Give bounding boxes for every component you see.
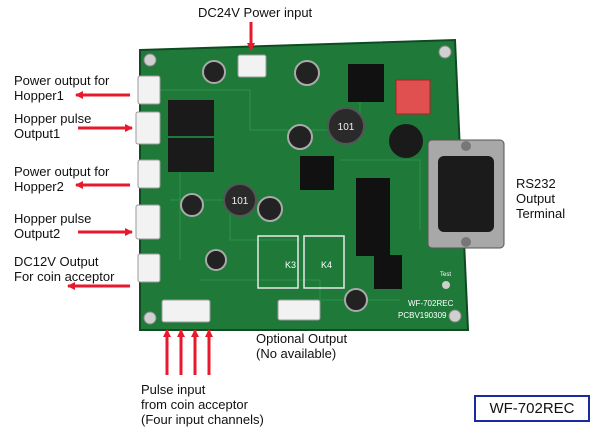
- ics: [300, 64, 402, 289]
- capacitors: [180, 60, 368, 312]
- label-optional-output: Optional Output (No available): [256, 331, 348, 361]
- buzzer: [389, 124, 423, 158]
- label-power-output-hopper1: Power output for Hopper1: [14, 73, 110, 103]
- left-connectors: [135, 75, 161, 283]
- annotation-arrows: [67, 22, 255, 375]
- board-model-silk: WF-702REC: [408, 299, 454, 308]
- relay-k3-label: K3: [285, 260, 296, 270]
- test-silk: Test: [440, 272, 451, 278]
- label-hopper-pulse-output2: Hopper pulse Output2: [14, 211, 92, 241]
- test-point: [442, 281, 450, 289]
- optional-output-connector: [277, 299, 321, 321]
- inductor-1: 101: [327, 107, 365, 145]
- inductor-1-label: 101: [338, 122, 355, 133]
- dc24v-connector: [237, 54, 267, 78]
- dip-switch: [395, 79, 431, 115]
- model-badge: WF-702REC: [474, 395, 590, 422]
- label-power-output-hopper2: Power output for Hopper2: [14, 164, 110, 194]
- inductor-2-label: 101: [232, 196, 249, 207]
- pulse-input-connector: [161, 299, 211, 323]
- relay-k4-label: K4: [321, 260, 332, 270]
- inductor-2: 101: [223, 183, 257, 217]
- label-dc24v-power-input: DC24V Power input: [198, 5, 313, 20]
- rs232-connector: [427, 139, 505, 249]
- relays: [168, 100, 214, 172]
- model-badge-text: WF-702REC: [489, 400, 575, 417]
- label-pulse-input: Pulse input from coin acceptor (Four inp…: [141, 382, 264, 427]
- label-hopper-pulse-output1: Hopper pulse Output1: [14, 111, 92, 141]
- board-pcb-silk: PCBV190309: [398, 311, 447, 320]
- relay-sockets: K3 K4: [257, 235, 345, 289]
- label-dc12v-output: DC12V Output For coin acceptor: [14, 254, 115, 284]
- label-rs232-output-terminal: RS232 Output Terminal: [516, 176, 566, 221]
